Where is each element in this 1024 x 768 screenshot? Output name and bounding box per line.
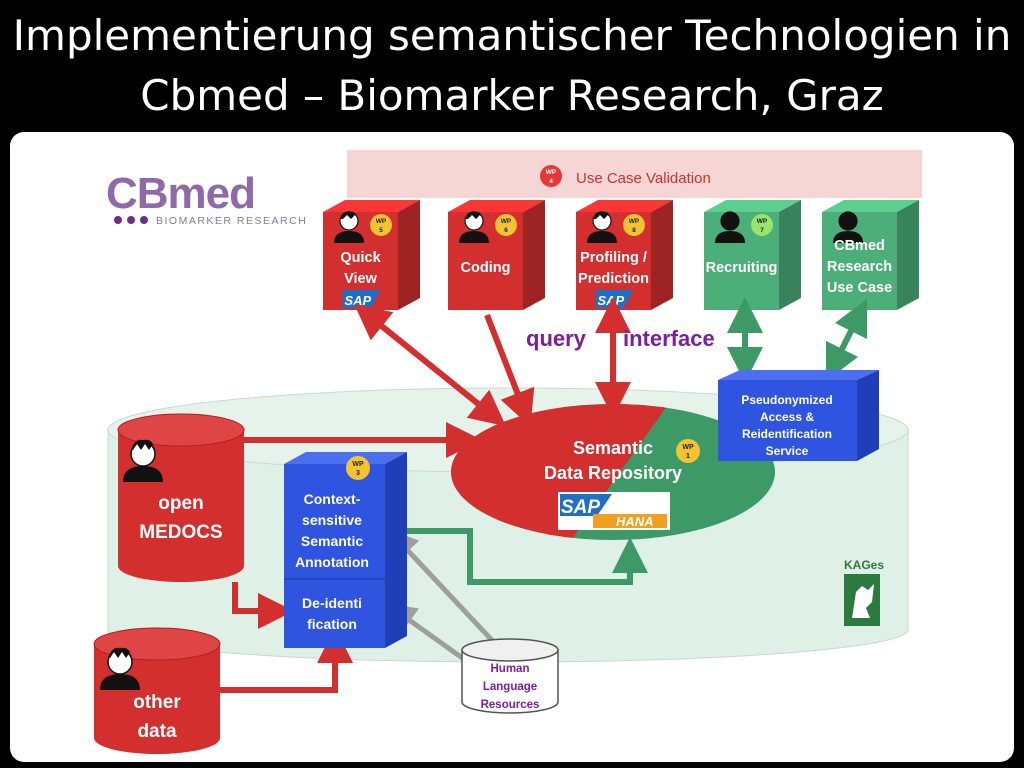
module-label-line: Profiling / <box>580 250 647 266</box>
sap-hana-logo: SAP HANA <box>558 492 670 530</box>
arrow-language-deidentification <box>385 603 474 668</box>
arrow-annotation-repository <box>397 528 648 585</box>
wp-badge-5 <box>370 214 392 236</box>
cbmed-logo: CBmed BIOMARKER RESEARCH <box>106 169 307 227</box>
resources-label-line-3: Resources <box>481 699 540 711</box>
wp-badge-number: 8 <box>632 227 636 234</box>
annotation-label-line-1: Context- <box>304 491 361 507</box>
repository-label-line-2: Data Repository <box>544 463 682 483</box>
module-label-line: Prediction <box>578 271 649 287</box>
module-label-line: Use Case <box>827 280 892 296</box>
sap-hana-sap-text: SAP <box>561 497 600 518</box>
sap-logo: SAP <box>342 290 381 308</box>
arrow-language-annotation <box>387 529 505 654</box>
wp-badge-3-label: WP <box>352 461 364 468</box>
person-icon <box>833 211 863 243</box>
arrow-quick-view-repository <box>353 303 507 427</box>
logo-dot-3 <box>140 216 148 224</box>
repository-label-line-1: Semantic <box>573 438 653 458</box>
diagram-canvas: CBmed BIOMARKER RESEARCH WP 4 Use Case V… <box>10 132 1014 762</box>
slide-title: Implementierung semantischer Technologie… <box>0 6 1024 126</box>
wp-badge-4-label: WP <box>546 169 557 176</box>
open-medocs-database: open MEDOCS <box>117 413 245 582</box>
sap-hana-hana-text: HANA <box>616 514 654 529</box>
other-data-label-line-1: other <box>133 692 181 713</box>
arrows <box>220 297 868 693</box>
pseudonymized-service: Pseudonymized Access & Reidentification … <box>718 370 879 461</box>
language-resources-database: Human Language Resources <box>461 638 559 714</box>
service-label-line-3: Reidentification <box>742 427 832 441</box>
architecture-diagram: CBmed BIOMARKER RESEARCH WP 4 Use Case V… <box>93 150 922 754</box>
resources-label-line-2: Language <box>483 681 537 693</box>
resources-label-line-1: Human <box>491 663 530 675</box>
open-medocs-label-line-1: open <box>158 493 203 514</box>
annotation-label-line-2: sensitive <box>302 512 362 528</box>
deidentification-label-line-1: De-identi <box>302 595 362 611</box>
annotation-label-line-4: Annotation <box>295 554 369 570</box>
wp-badge-4-number: 4 <box>549 178 553 185</box>
person-icon <box>334 211 364 243</box>
deidentification-label-line-2: fication <box>307 616 357 632</box>
wp-badge-label: WP <box>757 218 768 225</box>
open-medocs-label-line-2: MEDOCS <box>139 522 222 543</box>
slide-title-line-1: Implementierung semantischer Technologie… <box>12 11 1012 60</box>
other-data-database: other data <box>93 627 221 754</box>
person-icon <box>123 439 163 482</box>
annotation-label-line-3: Semantic <box>301 533 363 549</box>
logo-dot-2 <box>127 216 135 224</box>
kages-logo-text: KAGes <box>844 558 884 572</box>
svg-text:SAP: SAP <box>598 293 625 308</box>
person-icon <box>587 211 617 243</box>
wp-badge-1-label: WP <box>682 444 694 451</box>
arrow-coding-repository <box>484 313 535 427</box>
query-label: query <box>526 326 587 351</box>
slide-title-line-2: Cbmed – Biomarker Research, Graz <box>140 71 884 120</box>
person-icon <box>100 647 140 690</box>
person-icon <box>715 211 745 243</box>
arrow-medocs-deidentification <box>232 582 294 629</box>
person-icon <box>459 211 489 243</box>
service-label-line-4: Service <box>766 444 809 458</box>
kages-logo: KAGes <box>844 558 884 626</box>
module-label-line: Quick <box>340 250 381 266</box>
cbmed-logo-tagline: BIOMARKER RESEARCH <box>156 215 307 227</box>
wp-badge-label: WP <box>501 218 512 225</box>
annotation-module: WP 3 Context- sensitive Semantic Annotat… <box>284 452 407 648</box>
module-label-line: Coding <box>461 260 511 276</box>
wp-badge-7 <box>751 214 773 236</box>
cbmed-logo-wordmark: CBmed <box>106 169 255 218</box>
svg-text:SAP: SAP <box>345 293 372 308</box>
logo-dot-1 <box>114 216 122 224</box>
wp-badge-1-number: 1 <box>686 453 690 460</box>
service-label-line-1: Pseudonymized <box>741 393 832 407</box>
wp-badge-6 <box>495 214 517 236</box>
arrow-otherdata-deidentification <box>220 627 353 693</box>
wp-badge-number: 7 <box>760 227 764 234</box>
wp-badge-3 <box>346 456 370 480</box>
wp-badge-4 <box>540 165 562 187</box>
module-label-line: CBmed <box>834 238 885 254</box>
wp-badge-label: WP <box>376 218 387 225</box>
use-case-validation-label: Use Case Validation <box>576 170 711 187</box>
other-data-label-line-2: data <box>137 721 177 742</box>
wp-badge-3-number: 3 <box>356 470 360 477</box>
wp-badge-label: WP <box>629 218 640 225</box>
wp-badge-number: 5 <box>379 227 383 234</box>
service-label-line-2: Access & <box>760 410 814 424</box>
wp-badge-8 <box>623 214 645 236</box>
module-label-line: Recruiting <box>706 260 778 276</box>
interface-label: interface <box>623 326 715 351</box>
wp-badge-1 <box>676 439 700 463</box>
use-case-validation-banner: WP 4 Use Case Validation <box>347 150 922 198</box>
wp-badge-number: 6 <box>504 227 508 234</box>
module-label-line: Research <box>827 259 892 275</box>
module-label-line: View <box>344 271 378 287</box>
arrow-research-service <box>825 298 868 382</box>
